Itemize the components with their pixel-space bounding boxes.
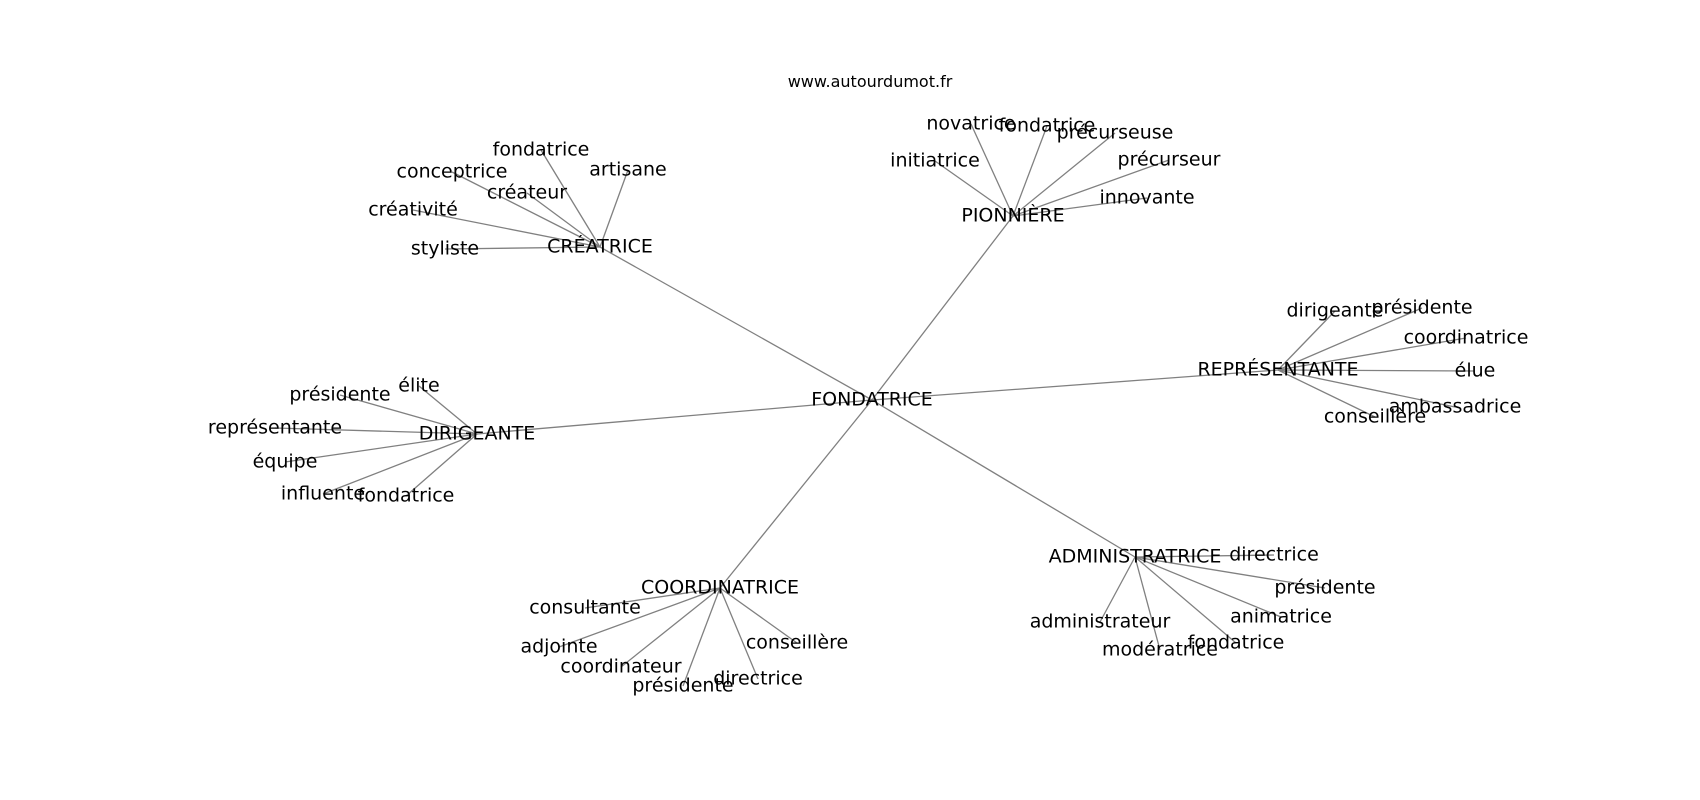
edge-center-hub — [599, 246, 873, 401]
leaf-node-label: fondatrice — [493, 139, 590, 161]
leaf-node-label: conseillère — [746, 632, 848, 654]
leaf-node-label: coordinateur — [560, 656, 681, 678]
edge-hub-leaf — [970, 123, 1014, 217]
edge-hub-leaf — [526, 192, 601, 248]
edge-center-hub — [871, 369, 1279, 401]
leaf-node-label: conceptrice — [397, 161, 508, 183]
edge-center-hub — [719, 399, 873, 589]
leaf-node-label: présidente — [1274, 577, 1375, 599]
edge-hub-leaf — [1277, 369, 1456, 408]
edge-hub-leaf — [444, 246, 601, 250]
leaf-node-label: précurseur — [1118, 149, 1221, 171]
hub-node-label: COORDINATRICE — [641, 577, 799, 599]
edge-hub-leaf — [934, 160, 1014, 217]
edge-hub-leaf — [1012, 132, 1116, 217]
edge-hub-leaf — [1099, 556, 1136, 623]
graph-labels: FONDATRICECRÉATRICEfondatriceartisanecon… — [208, 113, 1529, 697]
leaf-node-label: directrice — [1229, 544, 1319, 566]
edge-hub-leaf — [719, 587, 759, 680]
leaf-node-label: initiatrice — [890, 150, 980, 172]
edge-hub-leaf — [1012, 197, 1148, 217]
hub-node-label: ADMINISTRATRICE — [1049, 546, 1222, 568]
edge-hub-leaf — [1134, 556, 1161, 651]
edge-center-hub — [871, 215, 1014, 401]
edge-hub-leaf — [322, 433, 478, 495]
leaf-node-label: artisane — [589, 159, 666, 181]
edge-hub-leaf — [558, 587, 721, 648]
edge-hub-leaf — [1277, 307, 1423, 371]
edge-center-hub — [871, 399, 1136, 558]
edge-hub-leaf — [284, 433, 478, 463]
leaf-node-label: adjointe — [520, 636, 597, 658]
edge-hub-leaf — [1134, 554, 1275, 558]
leaf-node-label: novatrice — [926, 113, 1015, 135]
edge-hub-leaf — [1134, 556, 1282, 618]
leaf-node-label: coordinatrice — [1404, 327, 1529, 349]
edge-hub-leaf — [719, 587, 798, 644]
edge-hub-leaf — [412, 209, 601, 248]
leaf-node-label: influente — [281, 483, 365, 505]
leaf-node-label: innovante — [1099, 187, 1194, 209]
edge-hub-leaf — [540, 149, 601, 248]
leaf-node-label: présidente — [632, 675, 733, 697]
edge-hub-leaf — [1277, 369, 1476, 372]
edge-hub-leaf — [620, 587, 721, 668]
leaf-node-label: animatrice — [1230, 606, 1332, 628]
site-url: www.autourdumot.fr — [787, 72, 953, 91]
edge-center-hub — [476, 399, 873, 435]
leaf-node-label: conseillère — [1324, 406, 1426, 428]
edge-hub-leaf — [682, 587, 721, 687]
leaf-node-label: styliste — [411, 238, 479, 260]
leaf-node-label: représentante — [208, 417, 342, 439]
leaf-node-label: ambassadrice — [1389, 396, 1522, 418]
graph-edges — [274, 123, 1476, 687]
leaf-node-label: directrice — [713, 668, 803, 690]
edge-hub-leaf — [451, 171, 601, 248]
edge-hub-leaf — [274, 427, 478, 435]
leaf-node-label: dirigeante — [1286, 300, 1383, 322]
center-node-label: FONDATRICE — [811, 389, 933, 411]
hub-node-label: DIRIGEANTE — [419, 423, 536, 445]
leaf-node-label: élue — [1455, 360, 1496, 382]
edge-hub-leaf — [1012, 159, 1170, 217]
hub-node-label: PIONNIÈRE — [961, 204, 1064, 227]
leaf-node-label: modératrice — [1102, 639, 1218, 661]
leaf-node-label: fondatrice — [358, 485, 455, 507]
leaf-node-label: présidente — [1371, 297, 1472, 319]
edge-hub-leaf — [418, 385, 478, 435]
edge-hub-leaf — [1277, 310, 1336, 371]
hub-node-label: CRÉATRICE — [547, 235, 653, 258]
leaf-node-label: précurseuse — [1057, 122, 1174, 144]
edge-hub-leaf — [339, 394, 478, 435]
leaf-node-label: élite — [398, 375, 439, 397]
leaf-node-label: consultante — [529, 597, 641, 619]
leaf-node-label: fondatrice — [1188, 632, 1285, 654]
leaf-node-label: créateur — [487, 182, 567, 204]
edge-hub-leaf — [1277, 337, 1467, 371]
edge-hub-leaf — [584, 587, 721, 609]
edge-hub-leaf — [405, 433, 478, 497]
leaf-node-label: présidente — [289, 384, 390, 406]
edge-hub-leaf — [599, 169, 629, 248]
edge-hub-leaf — [1012, 125, 1048, 217]
leaf-node-label: créativité — [368, 199, 458, 221]
leaf-node-label: équipe — [253, 451, 318, 473]
leaf-node-label: fondatrice — [999, 115, 1096, 137]
hub-node-label: REPRÉSENTANTE — [1197, 358, 1358, 381]
edge-hub-leaf — [1277, 369, 1376, 418]
leaf-node-label: administrateur — [1030, 611, 1171, 633]
edge-hub-leaf — [1134, 556, 1237, 644]
edge-hub-leaf — [1134, 556, 1326, 589]
